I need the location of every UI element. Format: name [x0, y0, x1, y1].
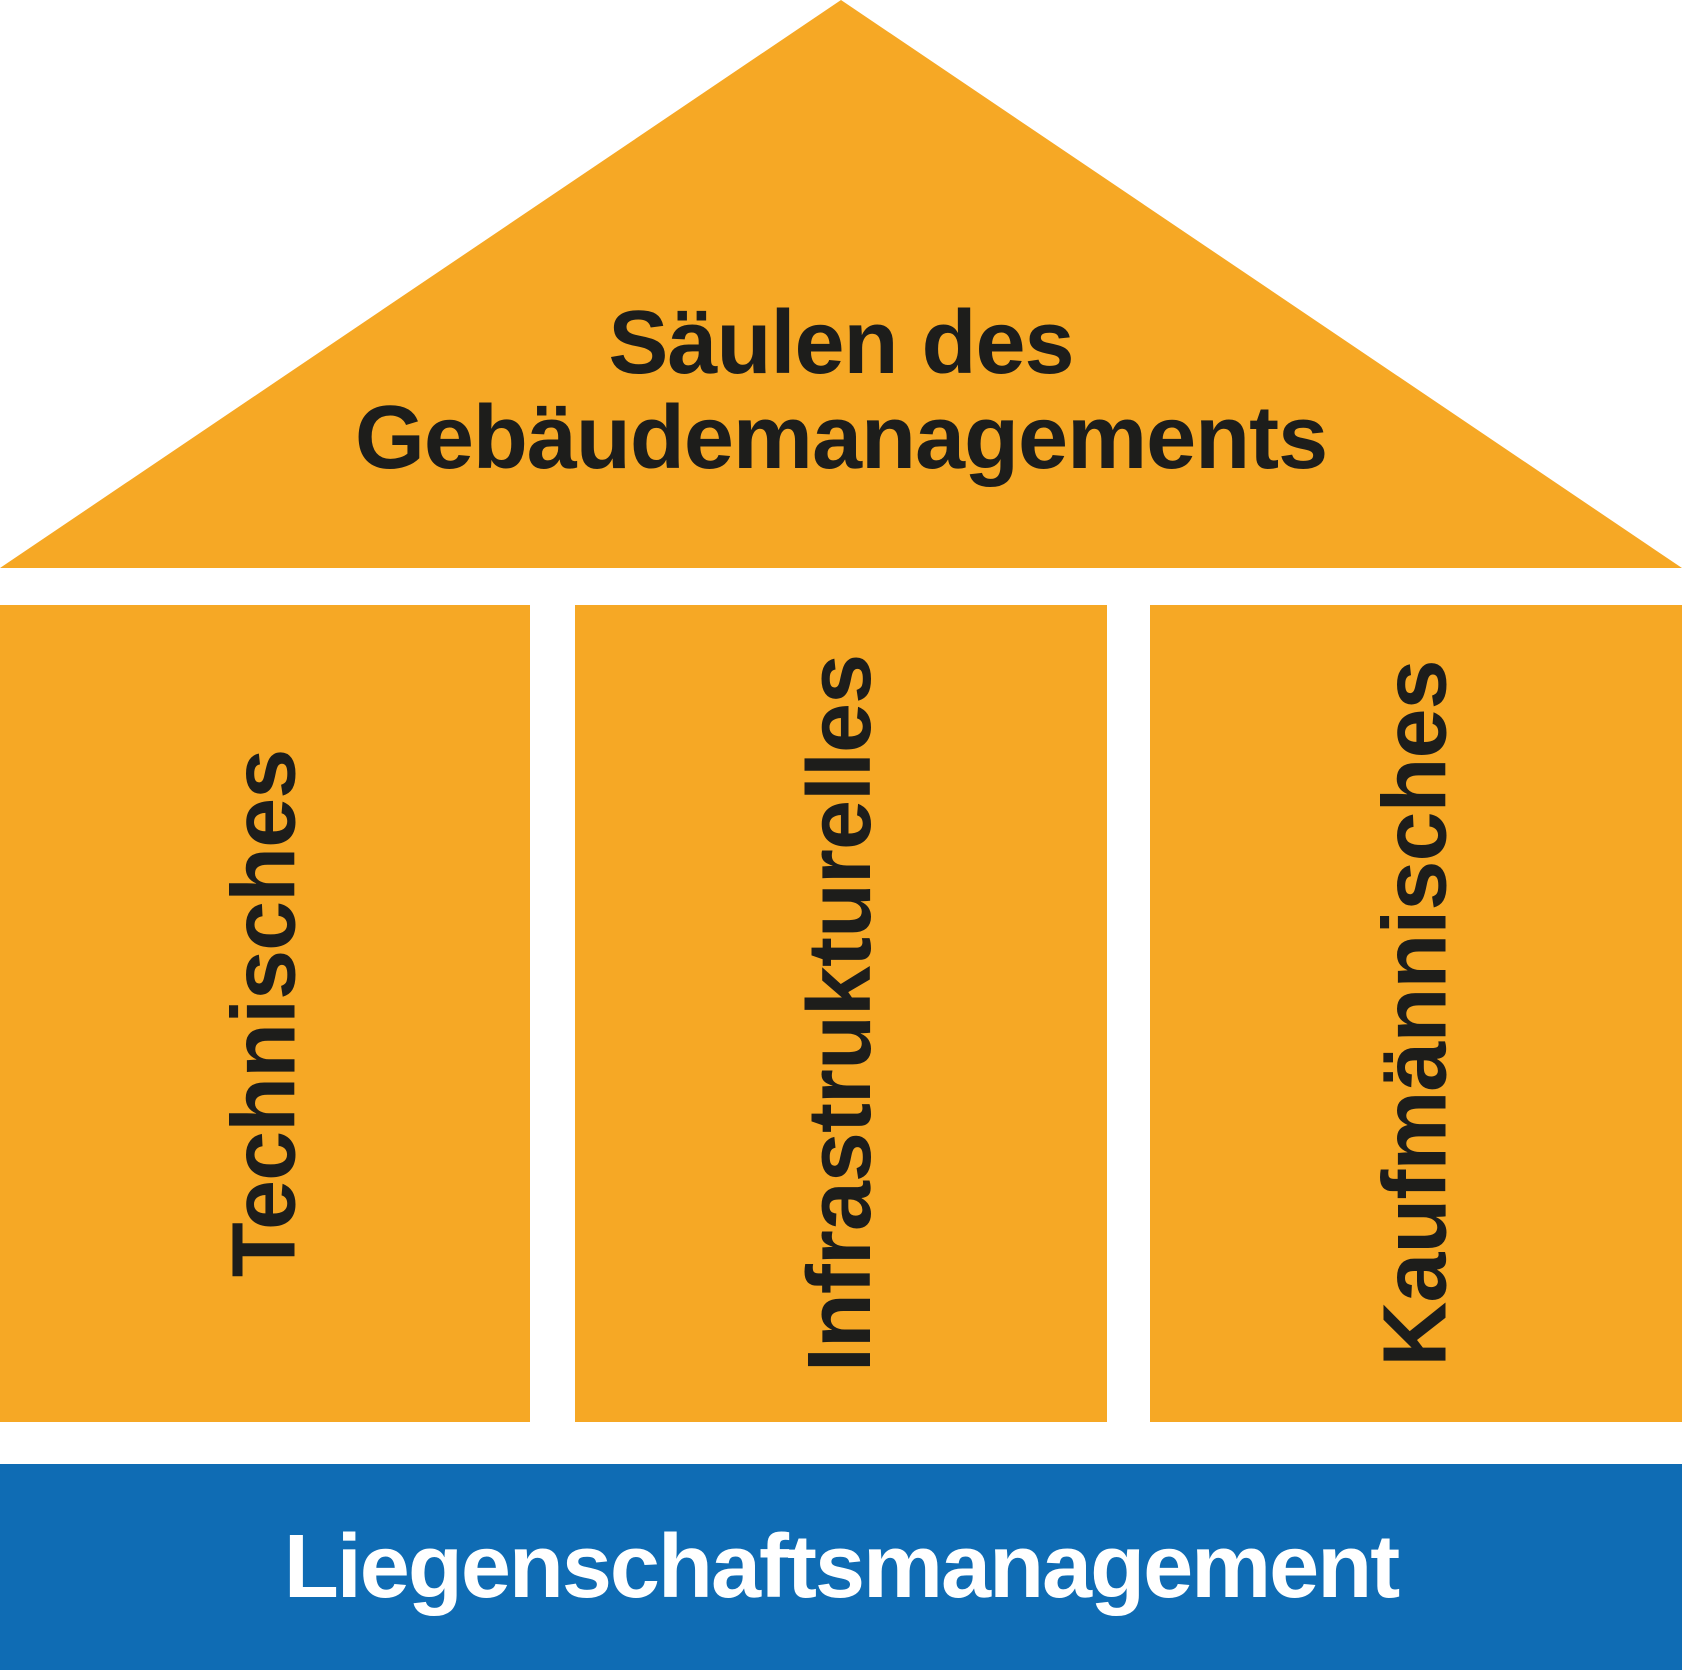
- roof-title-line2: Gebäudemanagements: [354, 388, 1328, 488]
- pillar-kaufmaennisches-label: Kaufmännisches: [1365, 660, 1466, 1367]
- pillar-technisches: Technisches: [0, 605, 530, 1422]
- base-bar: Liegenschaftsmanagement: [0, 1464, 1682, 1670]
- pillar-technisches-label: Technisches: [214, 749, 315, 1278]
- roof-title-line1: Säulen des: [608, 293, 1074, 393]
- pillar-infrastrukturelles-label: Infrastrukturelles: [790, 654, 891, 1373]
- pillar-infrastrukturelles: Infrastrukturelles: [575, 605, 1107, 1422]
- pillar-kaufmaennisches: Kaufmännisches: [1150, 605, 1682, 1422]
- roof-title: Säulen des Gebäudemanagements: [0, 296, 1682, 486]
- base-bar-label: Liegenschaftsmanagement: [283, 1516, 1400, 1617]
